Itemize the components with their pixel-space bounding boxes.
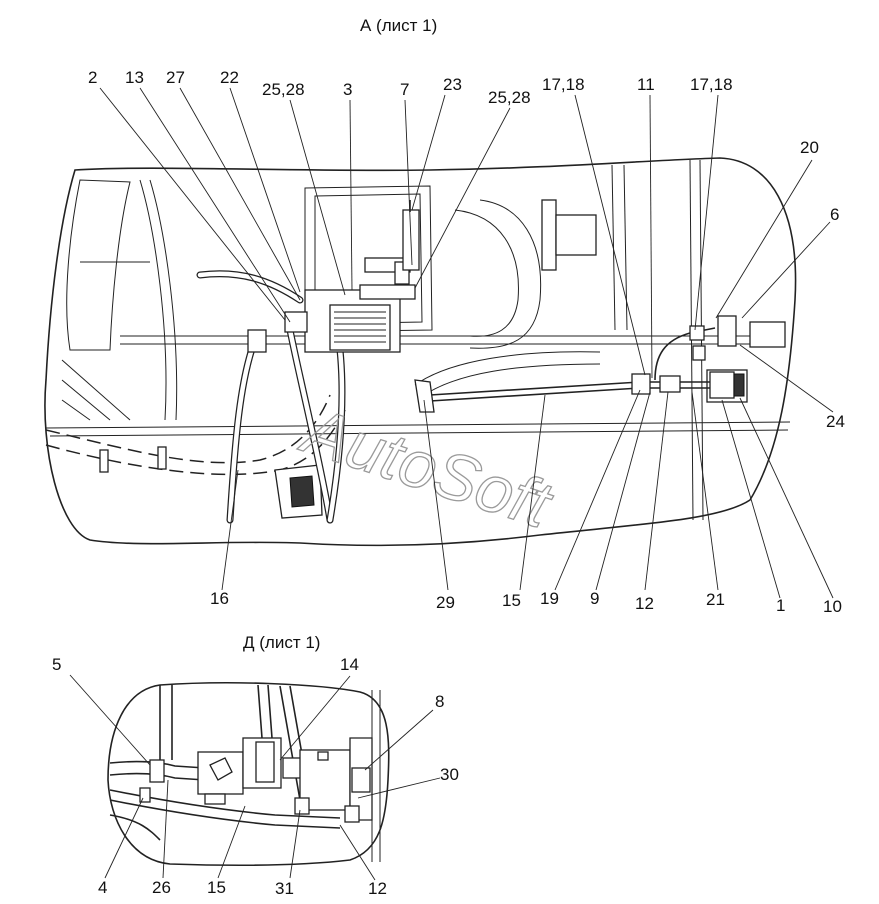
- callout-d-5: 5: [52, 655, 61, 674]
- callout-19: 19: [540, 589, 559, 608]
- callout-15: 15: [502, 591, 521, 610]
- view-a-callouts: 2 13 27 22 25,28 3 7 23 25,28 17,18 11 1…: [88, 68, 845, 616]
- view-d-callouts: 5 14 8 30 4 26 15 31 12: [52, 655, 459, 898]
- callout-20: 20: [800, 138, 819, 157]
- callout-d-26: 26: [152, 878, 171, 897]
- view-d-title: Д (лист 1): [243, 633, 320, 652]
- callout-21: 21: [706, 590, 725, 609]
- view-d-drawing: [107, 682, 390, 866]
- callout-24: 24: [826, 412, 845, 431]
- callout-d-14: 14: [340, 655, 359, 674]
- callout-17-18-right: 17,18: [690, 75, 733, 94]
- callout-9: 9: [590, 589, 599, 608]
- callout-2: 2: [88, 68, 97, 87]
- callout-17-18-left: 17,18: [542, 75, 585, 94]
- callout-d-4: 4: [98, 878, 107, 897]
- callout-27: 27: [166, 68, 185, 87]
- view-a-leaders: [99, 87, 834, 599]
- view-a-drawing: [44, 157, 797, 547]
- callout-22: 22: [220, 68, 239, 87]
- callout-d-31: 31: [275, 879, 294, 898]
- callout-7: 7: [400, 80, 409, 99]
- callout-d-15: 15: [207, 878, 226, 897]
- callout-d-8: 8: [435, 692, 444, 711]
- callout-23: 23: [443, 75, 462, 94]
- callout-11: 11: [637, 75, 655, 94]
- callout-d-12: 12: [368, 879, 387, 898]
- callout-29: 29: [436, 593, 455, 612]
- callout-3: 3: [343, 80, 352, 99]
- view-d-leaders: [69, 674, 441, 881]
- callout-25-28-right: 25,28: [488, 88, 531, 107]
- view-a-title: А (лист 1): [360, 16, 437, 35]
- callout-1: 1: [776, 596, 785, 615]
- callout-25-28-left: 25,28: [262, 80, 305, 99]
- callout-12: 12: [635, 594, 654, 613]
- callout-d-30: 30: [440, 765, 459, 784]
- callout-6: 6: [830, 205, 839, 224]
- callout-16: 16: [210, 589, 229, 608]
- callout-10: 10: [823, 597, 842, 616]
- callout-13: 13: [125, 68, 144, 87]
